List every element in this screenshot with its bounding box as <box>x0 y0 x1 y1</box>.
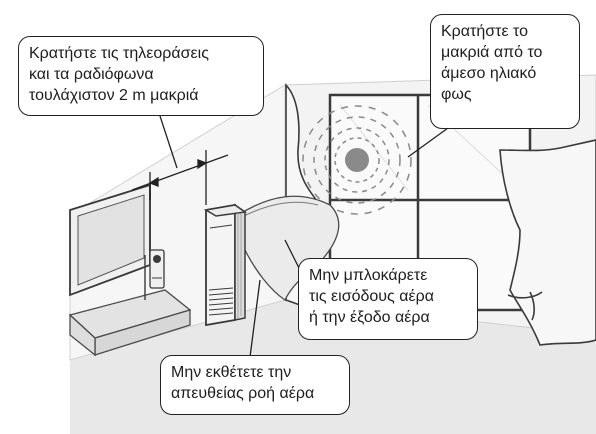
callout-airflow: Μην εκθέτετε την απευθείας ροή αέρα <box>160 355 350 415</box>
air-purifier <box>203 203 247 327</box>
callout-sun-line-2: μακριά από το <box>441 44 543 61</box>
tv-cabinet <box>68 289 192 357</box>
airflow-detail <box>239 201 319 219</box>
callout-leaders <box>159 115 449 358</box>
distance-dimension <box>131 150 229 205</box>
speaker <box>149 249 165 289</box>
callout-vents-line-2: τις εισόδους αέρα <box>309 288 434 305</box>
callout-vents-line-1: Μην μπλοκάρετε <box>309 267 428 284</box>
callout-tv-line-1: Κρατήστε τις τηλεοράσεις <box>29 45 209 62</box>
callout-airflow-line-2: απευθείας ροή αέρα <box>171 385 315 402</box>
callout-tv-line-2: και τα ραδιόφωνα <box>29 66 154 83</box>
callout-airflow-line-1: Μην εκθέτετε την <box>171 364 292 381</box>
sun-icon <box>302 105 412 215</box>
curtain-tie <box>507 291 543 299</box>
callout-vents-line-3: ή την έξοδο αέρα <box>309 309 430 326</box>
callout-tv-distance: Κρατήστε τις τηλεοράσεις και τα ραδιόφων… <box>18 36 264 116</box>
callout-sunlight: Κρατήστε το μακριά από το άμεσο ηλιακό φ… <box>430 14 580 129</box>
callout-sun-line-1: Κρατήστε το <box>441 23 529 40</box>
right-curtain <box>499 139 596 346</box>
curtain-tie-knot <box>529 291 535 321</box>
callout-tv-line-3: τουλάχιστον 2 m μακριά <box>29 87 199 104</box>
callout-vents: Μην μπλοκάρετε τις εισόδους αέρα ή την έ… <box>298 258 478 340</box>
callout-sun-line-3: άμεσο ηλιακό <box>441 65 537 82</box>
callout-sun-line-4: φως <box>441 86 472 103</box>
tv <box>69 183 151 300</box>
